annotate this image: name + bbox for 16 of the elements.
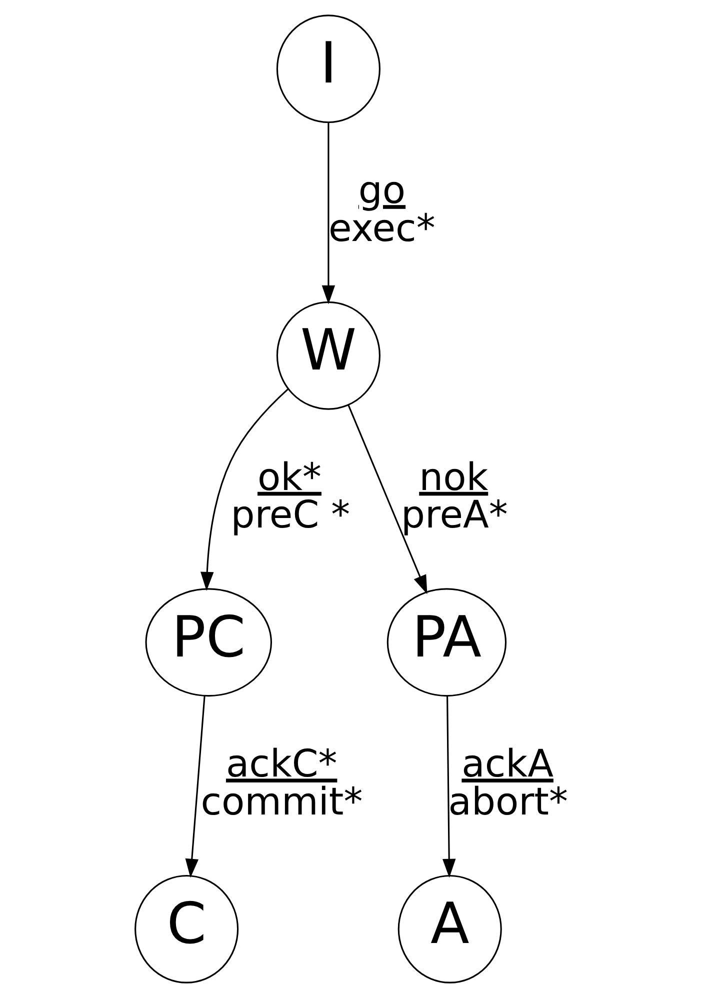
arrow bbox=[347, 405, 427, 594]
edge-label: nok preA* bbox=[400, 454, 508, 537]
node-circle: W bbox=[276, 301, 380, 410]
node-ellipse: PC bbox=[144, 588, 272, 697]
arrow bbox=[184, 696, 205, 878]
node-circle: PA bbox=[386, 588, 506, 697]
arrow bbox=[321, 122, 335, 304]
edge-label: ackA abort* bbox=[448, 742, 568, 824]
arrow bbox=[200, 388, 288, 591]
node-circle: I bbox=[276, 14, 380, 124]
edge-label: ok* preC * bbox=[230, 454, 350, 537]
node-circle: C bbox=[134, 874, 238, 984]
arrow bbox=[442, 696, 456, 878]
edge-label: ackC* commit* bbox=[200, 742, 362, 824]
node-circle: A bbox=[397, 874, 502, 984]
edge-label: go exec* bbox=[328, 168, 435, 250]
